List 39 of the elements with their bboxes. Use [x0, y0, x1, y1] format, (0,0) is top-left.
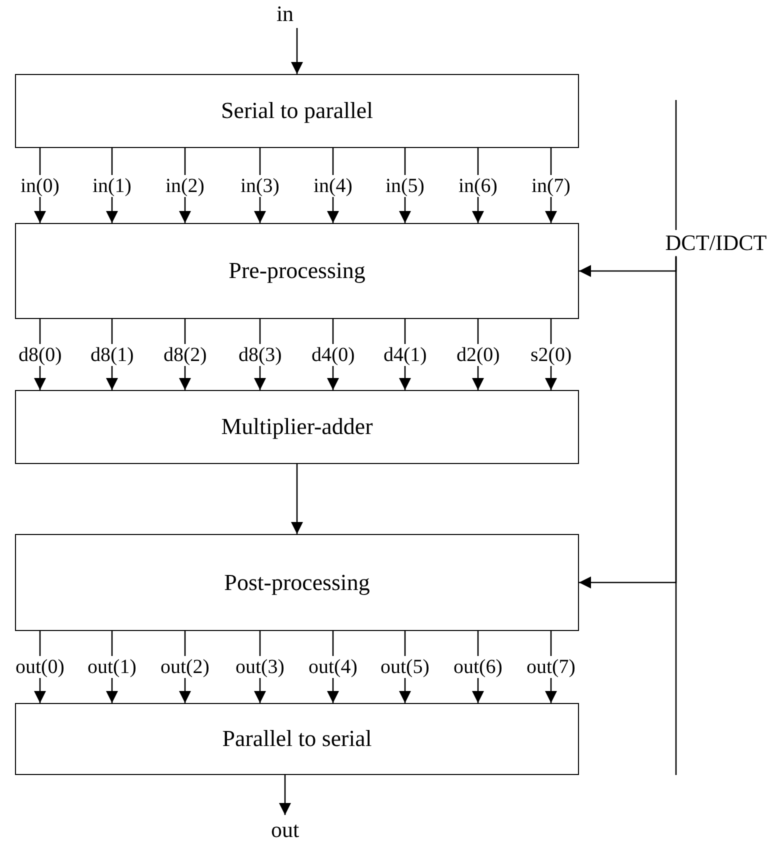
edge-label: out(5)	[380, 656, 430, 678]
edge-label: d4(1)	[384, 344, 427, 366]
process-box	[15, 390, 579, 464]
edge-label: d8(2)	[164, 344, 207, 366]
edge-label: out(4)	[308, 656, 358, 678]
box-title: Parallel to serial	[222, 726, 372, 752]
box-title: Serial to parallel	[221, 98, 373, 124]
arrow	[579, 257, 677, 588]
arrow	[279, 775, 291, 815]
edge-label: d8(1)	[90, 344, 134, 366]
edge-label: d2(0)	[456, 344, 500, 366]
edge-label: out(0)	[16, 656, 64, 678]
edge-label: out(6)	[454, 656, 502, 678]
edge-label: in(7)	[532, 174, 570, 196]
edge-label: d8(3)	[238, 344, 282, 366]
edge-label: in(6)	[458, 174, 498, 196]
box-title: Pre-processing	[228, 258, 366, 284]
arrow	[291, 28, 303, 74]
process-box	[15, 534, 579, 631]
edge-label: out(1)	[88, 656, 136, 678]
process-box	[15, 74, 579, 148]
process-box	[15, 223, 579, 319]
edge-label: in(3)	[240, 174, 280, 196]
edge-label: in(1)	[92, 174, 132, 196]
edge-label: out(7)	[526, 656, 576, 678]
box-title: Multiplier-adder	[221, 414, 373, 440]
edge-label: s2(0)	[530, 344, 572, 366]
arrow	[291, 464, 303, 534]
edge-label: in(2)	[166, 174, 204, 196]
edge-label: out(2)	[160, 656, 210, 678]
edge-label: d8(0)	[18, 344, 62, 366]
edge-label: d4(0)	[312, 344, 355, 366]
edge-label: in(0)	[20, 174, 60, 196]
box-title: Post-processing	[224, 570, 370, 596]
signal-label: DCT/IDCT	[665, 230, 767, 256]
process-box	[15, 703, 579, 775]
edge-label: in(4)	[314, 174, 352, 196]
edge-label: out(3)	[236, 656, 284, 678]
edge-label: in(5)	[386, 174, 424, 196]
